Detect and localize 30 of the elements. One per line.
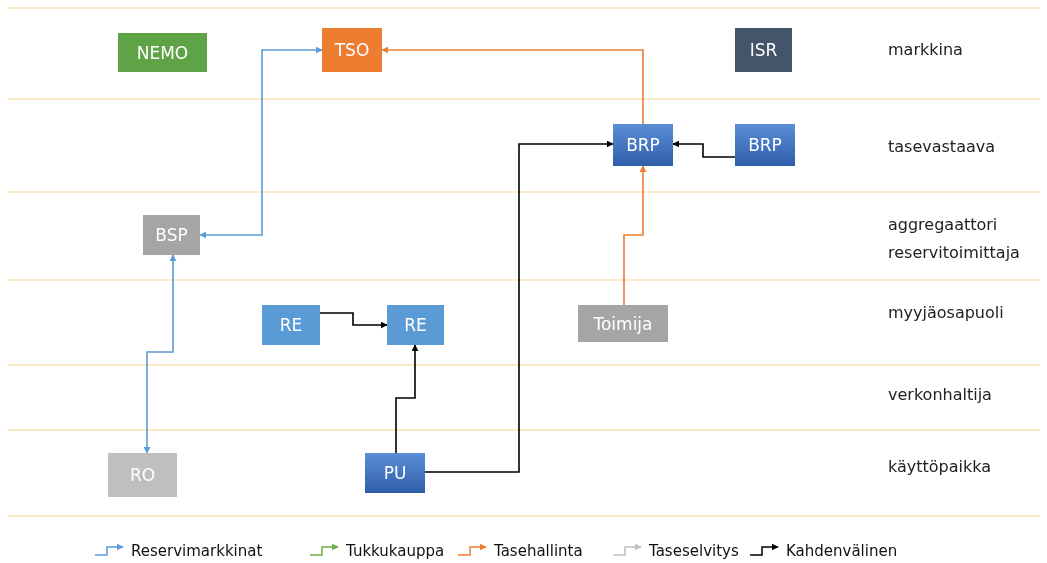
row-label: käyttöpaikka [888,456,993,478]
legend-label: Reservimarkkinat [131,542,263,560]
role-box: RE [262,305,320,345]
role-box: BRP [613,124,673,166]
arrow [199,46,323,239]
role-box: Toimija [578,305,668,342]
legend-label: Kahdenvälinen [786,542,898,560]
row-label: aggregaattori reservitoimittaja [888,214,1021,264]
arrow [381,46,644,125]
arrow [672,140,736,158]
row-label: verkonhaltija [888,384,993,406]
row-label: markkina [888,39,964,61]
legend-label: Tukkukauppa [346,542,445,560]
row-label: tasevastaava [888,136,997,158]
role-box: RO [108,453,177,497]
role-box: TSO [322,28,382,72]
role-box: RE [387,305,444,345]
role-box: NEMO [118,33,207,72]
role-box: BRP [735,124,795,166]
arrow [395,344,419,454]
arrow [319,312,388,329]
legend-label: Tasehallinta [494,542,583,560]
role-box: BSP [143,215,200,255]
legend-label: Taseselvitys [649,542,739,560]
role-box: PU [365,453,425,493]
arrow [143,254,177,454]
arrow [424,140,614,473]
role-box: ISR [735,28,792,72]
row-label: myyjäosapuoli [888,302,1005,324]
arrow [623,165,647,306]
